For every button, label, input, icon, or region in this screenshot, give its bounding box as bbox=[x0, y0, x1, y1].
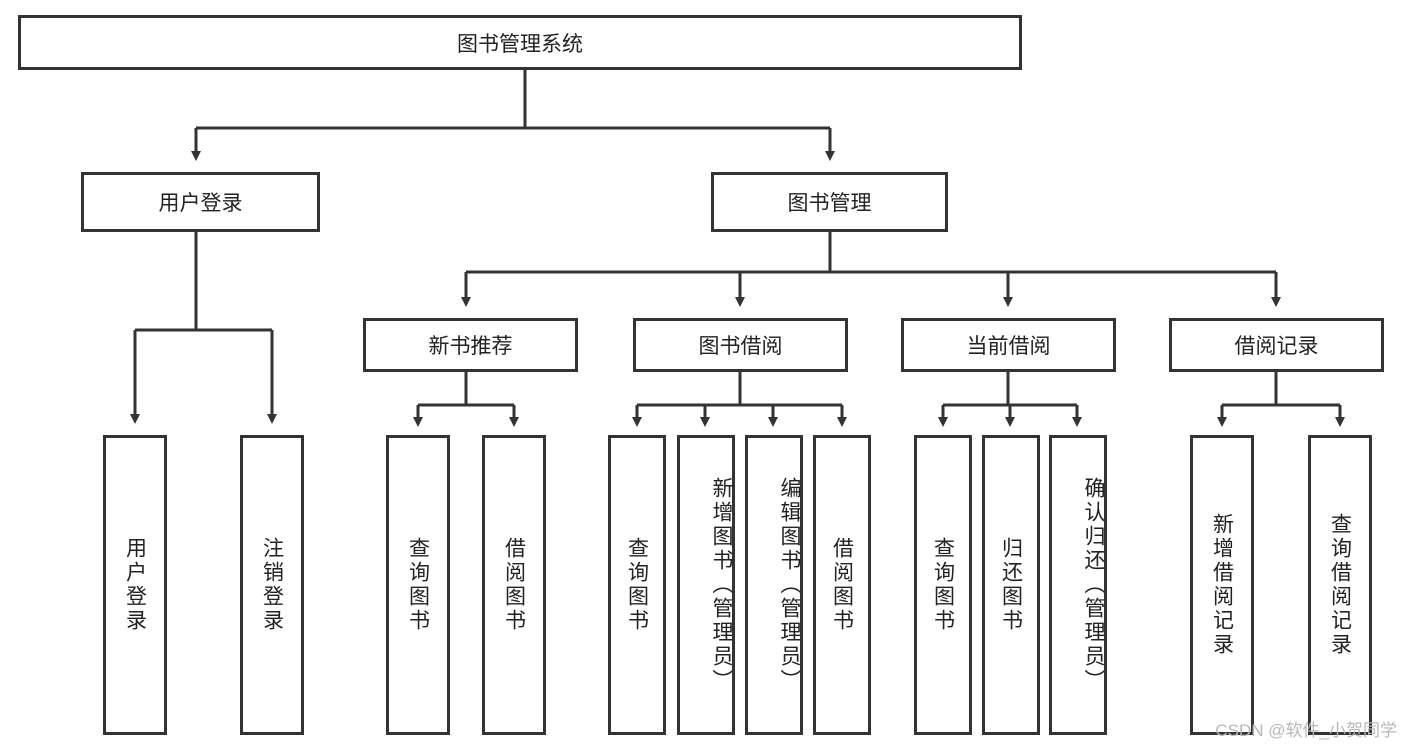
node-book-management[interactable]: 图书管理 bbox=[711, 172, 948, 232]
leaf-borrow-book-1[interactable]: 借阅图书 bbox=[482, 435, 546, 735]
node-new-book-recommend[interactable]: 新书推荐 bbox=[363, 318, 578, 372]
connector-user-login-to-leaves bbox=[130, 232, 277, 424]
leaf-query-book-2-label: 查询图书 bbox=[625, 537, 649, 633]
node-user-login-label: 用户登录 bbox=[158, 192, 243, 215]
node-root-system[interactable]: 图书管理系统 bbox=[18, 15, 1022, 70]
node-current-borrow-label: 当前借阅 bbox=[966, 335, 1051, 358]
connector-book-management-to-level2 bbox=[461, 232, 1281, 307]
leaf-borrow-book-2[interactable]: 借阅图书 bbox=[813, 435, 871, 735]
node-root-system-label: 图书管理系统 bbox=[457, 32, 583, 56]
node-book-borrow[interactable]: 图书借阅 bbox=[633, 318, 848, 372]
leaf-query-book-2[interactable]: 查询图书 bbox=[608, 435, 666, 735]
connector-book-borrow-to-leaves bbox=[632, 372, 847, 427]
node-borrow-record-label: 借阅记录 bbox=[1234, 335, 1319, 358]
connector-new-book-to-leaves bbox=[413, 372, 519, 427]
node-borrow-record[interactable]: 借阅记录 bbox=[1169, 318, 1384, 372]
leaf-edit-book[interactable]: 编辑图书（管理员） bbox=[745, 435, 803, 735]
watermark: CSDN @软件_小贺同学 bbox=[1215, 721, 1397, 740]
leaf-return-book[interactable]: 归还图书 bbox=[982, 435, 1040, 735]
leaf-return-book-label: 归还图书 bbox=[999, 537, 1023, 633]
leaf-user-login[interactable]: 用户登录 bbox=[103, 435, 167, 735]
leaf-query-book-3-label: 查询图书 bbox=[931, 537, 955, 633]
leaf-query-book-1-label: 查询图书 bbox=[406, 537, 430, 633]
node-current-borrow[interactable]: 当前借阅 bbox=[901, 318, 1116, 372]
leaf-borrow-book-1-label: 借阅图书 bbox=[502, 537, 526, 633]
leaf-query-book-1[interactable]: 查询图书 bbox=[386, 435, 450, 735]
node-book-borrow-label: 图书借阅 bbox=[698, 335, 783, 358]
leaf-user-login-label: 用户登录 bbox=[123, 537, 147, 633]
leaf-confirm-return-label: 确认归还（管理员） bbox=[1082, 477, 1105, 693]
connector-root-to-level1 bbox=[191, 70, 835, 161]
leaf-logout-login-label: 注销登录 bbox=[260, 537, 284, 633]
leaf-edit-book-label: 编辑图书（管理员） bbox=[778, 477, 801, 693]
connector-current-borrow-to-leaves bbox=[938, 372, 1082, 427]
leaf-borrow-book-2-label: 借阅图书 bbox=[830, 537, 854, 633]
leaf-query-record[interactable]: 查询借阅记录 bbox=[1308, 435, 1372, 735]
leaf-logout-login[interactable]: 注销登录 bbox=[240, 435, 304, 735]
node-new-book-recommend-label: 新书推荐 bbox=[428, 335, 513, 358]
leaf-add-book[interactable]: 新增图书（管理员） bbox=[677, 435, 735, 735]
connector-borrow-record-to-leaves bbox=[1217, 372, 1345, 427]
node-book-management-label: 图书管理 bbox=[787, 192, 872, 215]
leaf-add-book-label: 新增图书（管理员） bbox=[710, 477, 733, 693]
leaf-add-record-label: 新增借阅记录 bbox=[1210, 513, 1234, 657]
node-user-login[interactable]: 用户登录 bbox=[81, 172, 320, 232]
leaf-query-record-label: 查询借阅记录 bbox=[1328, 513, 1352, 657]
leaf-query-book-3[interactable]: 查询图书 bbox=[914, 435, 972, 735]
leaf-add-record[interactable]: 新增借阅记录 bbox=[1190, 435, 1254, 735]
leaf-confirm-return[interactable]: 确认归还（管理员） bbox=[1049, 435, 1107, 735]
